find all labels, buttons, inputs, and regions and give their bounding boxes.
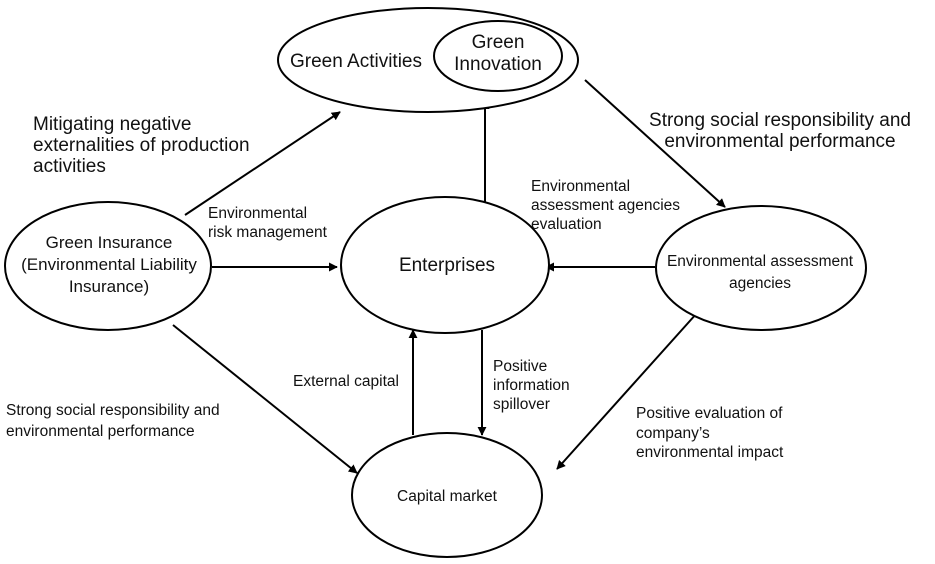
label-strong-social-top-right: Strong social responsibility and environ… <box>649 110 911 152</box>
spillover-line1: Positive <box>493 358 547 375</box>
positive-eval-line1: Positive evaluation of <box>636 405 783 422</box>
label-mitigating-externalities: Mitigating negative externalities of pro… <box>33 114 250 177</box>
enterprises-label: Enterprises <box>399 255 495 276</box>
positive-eval-line2: company’s <box>636 425 710 442</box>
external-capital-text: External capital <box>293 373 399 390</box>
edge-green-activities-to-agencies <box>584 79 726 208</box>
green-insurance-label-line1: Green Insurance <box>46 233 173 252</box>
node-green-insurance: Green Insurance (Environmental Liability… <box>4 201 212 331</box>
label-strong-social-bottom-left: Strong social responsibility and environ… <box>6 402 220 440</box>
risk-line1: Environmental <box>208 205 307 222</box>
strong-bottom-line1: Strong social responsibility and <box>6 402 220 419</box>
mitigating-line1: Mitigating negative <box>33 114 191 135</box>
green-insurance-label-line3: Insurance) <box>69 277 149 296</box>
agency-eval-line3: evaluation <box>531 216 602 233</box>
green-innovation-label-line1: Green <box>472 32 525 53</box>
edge-insurance-to-capital-market <box>172 324 358 474</box>
label-environmental-risk-management: Environmental risk management <box>208 205 328 241</box>
edge-agencies-to-capital-market <box>556 312 698 470</box>
capital-market-label: Capital market <box>397 488 498 505</box>
node-green-innovation: Green Innovation <box>433 20 563 92</box>
mitigating-line3: activities <box>33 156 106 177</box>
spillover-line3: spillover <box>493 396 550 413</box>
green-innovation-label-line2: Innovation <box>454 54 542 75</box>
strong-top-line1: Strong social responsibility and <box>649 110 911 131</box>
green-insurance-label-line2: (Environmental Liability <box>21 255 197 274</box>
green-activities-label: Green Activities <box>290 51 422 72</box>
label-positive-evaluation: Positive evaluation of company’s environ… <box>636 405 784 461</box>
spillover-line2: information <box>493 377 570 394</box>
strong-bottom-line2: environmental performance <box>6 423 195 440</box>
node-capital-market: Capital market <box>351 432 543 558</box>
label-agency-evaluation: Environmental assessment agencies evalua… <box>531 178 680 233</box>
agencies-label-line1: Environmental assessment <box>667 253 854 270</box>
agency-eval-line1: Environmental <box>531 178 630 195</box>
node-environmental-assessment-agencies: Environmental assessment agencies <box>655 205 867 331</box>
agencies-label-line2: agencies <box>729 275 791 292</box>
positive-eval-line3: environmental impact <box>636 444 784 461</box>
label-external-capital: External capital <box>293 373 399 390</box>
label-positive-information-spillover: Positive information spillover <box>493 358 570 413</box>
edge-insurance-to-green-activities <box>184 111 341 216</box>
strong-top-line2: environmental performance <box>664 131 895 152</box>
mitigating-line2: externalities of production <box>33 135 250 156</box>
node-enterprises: Enterprises <box>340 196 550 334</box>
risk-line2: risk management <box>208 224 328 241</box>
agency-eval-line2: assessment agencies <box>531 197 680 214</box>
